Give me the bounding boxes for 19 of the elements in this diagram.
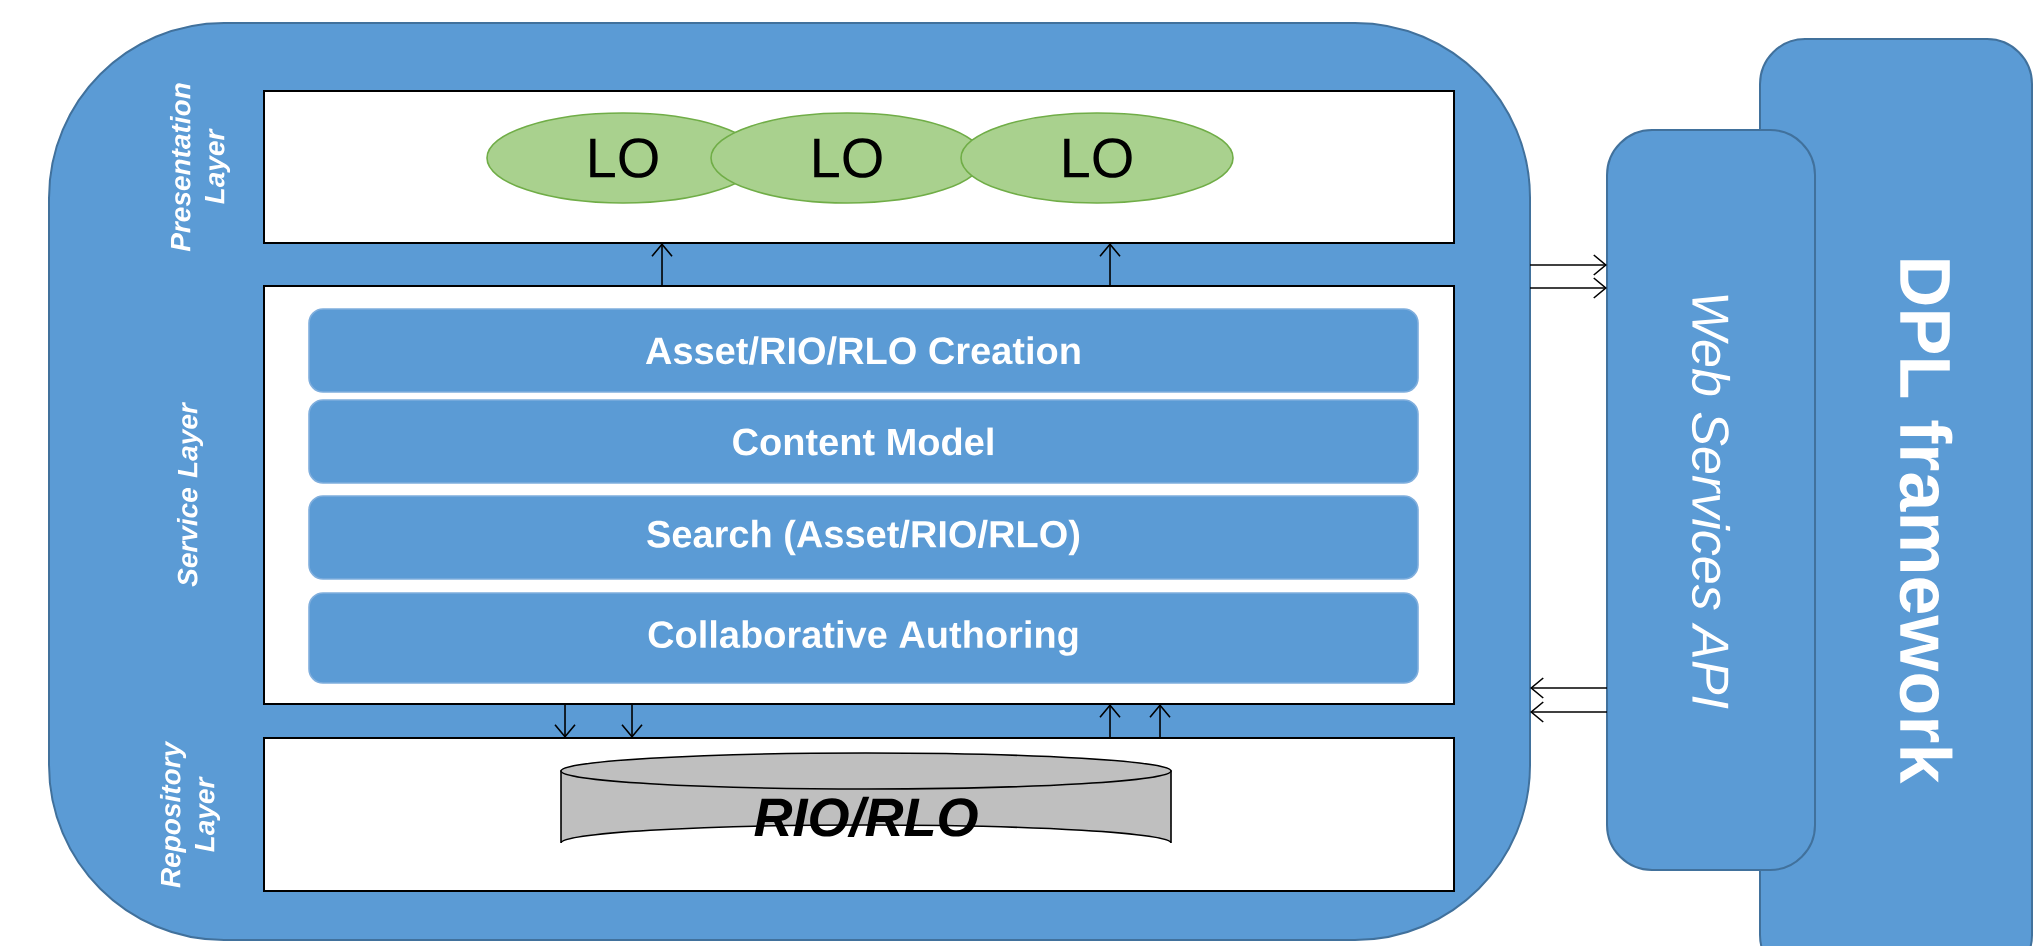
arrow <box>1530 701 1608 723</box>
layer-heading: Presentation Layer <box>169 83 231 252</box>
arrow <box>1530 677 1608 699</box>
service-box: Collaborative Authoring <box>308 592 1419 684</box>
service-box: Content Model <box>308 399 1419 484</box>
arrow <box>1149 704 1171 739</box>
arrow <box>1529 254 1607 276</box>
service-box: Search (Asset/RIO/RLO) <box>308 495 1419 580</box>
node-label: DPL framework <box>1899 260 1953 784</box>
arrow <box>1529 277 1607 299</box>
arrow <box>1099 243 1121 287</box>
layer-heading: Repository Layer <box>159 740 221 888</box>
arrow <box>651 243 673 287</box>
service-box: Asset/RIO/RLO Creation <box>308 308 1419 393</box>
arrow <box>621 703 643 738</box>
layer-heading: Service Layer <box>176 401 204 587</box>
api-panel: Web Services API <box>1606 129 1816 871</box>
arrow <box>554 703 576 738</box>
arrow <box>1099 704 1121 739</box>
